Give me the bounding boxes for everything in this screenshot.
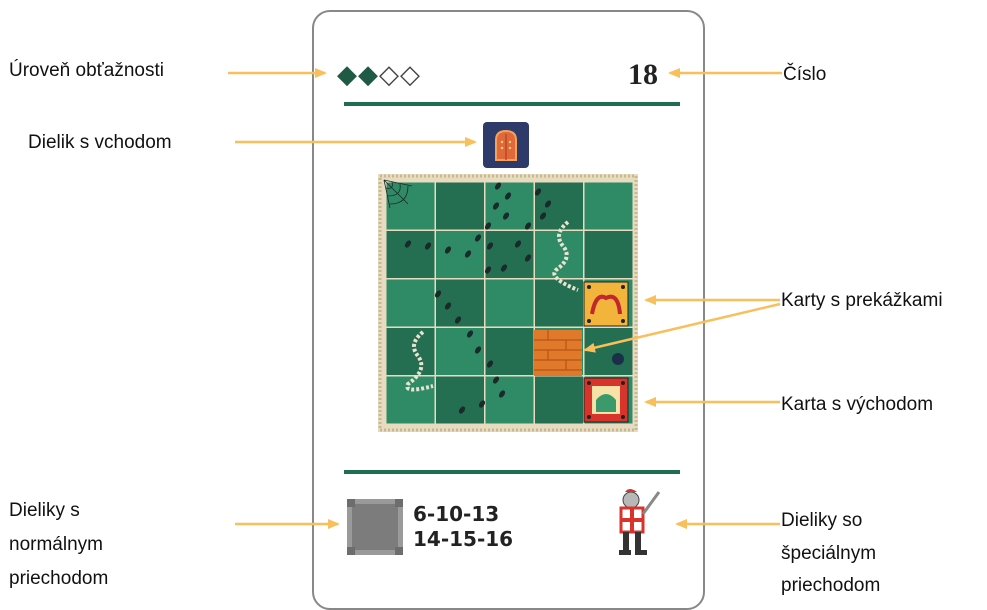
normal-passage-tile <box>347 499 403 555</box>
tile-codes: 6-10-13 14-15-16 <box>413 502 513 552</box>
knight-icon <box>611 488 667 560</box>
tile-codes-line2: 14-15-16 <box>413 527 513 552</box>
tile-codes-line1: 6-10-13 <box>413 502 513 527</box>
arrow-obstacle-wall <box>585 304 780 350</box>
